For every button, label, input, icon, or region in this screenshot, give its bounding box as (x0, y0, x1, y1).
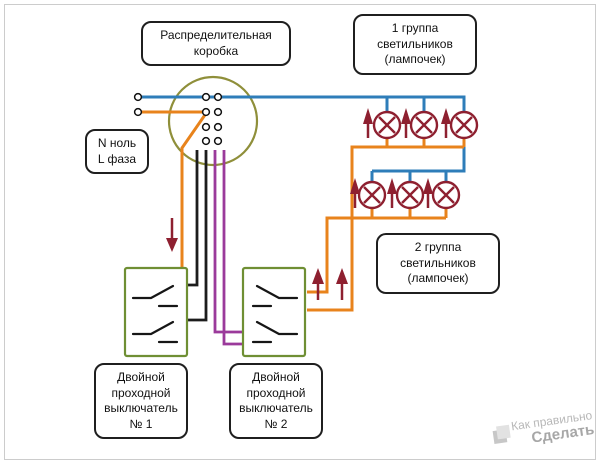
phase-wire (138, 110, 466, 312)
switch-2-gang-2 (251, 320, 299, 344)
down-arrow-icon (166, 218, 178, 252)
lamp-icon (395, 180, 425, 210)
lamp-icon (409, 110, 439, 140)
up-arrow-icon (312, 268, 324, 300)
watermark-cube-icon (492, 428, 508, 444)
switch-1-box (123, 266, 189, 358)
lamp-icon (431, 180, 461, 210)
switch-2-label: Двойной проходной выключатель № 2 (229, 363, 323, 440)
up-arrow-icon (336, 268, 348, 300)
traveller-wires-purple (213, 150, 243, 346)
lamp-group-1-label: 1 группа светильников (лампочек) (353, 14, 477, 75)
up-arrow-icon (401, 108, 411, 138)
switch-1-label: Двойной проходной выключатель № 1 (94, 363, 188, 440)
flow-arrows (166, 108, 451, 300)
distribution-box-label: Распределительная коробка (141, 21, 291, 67)
junction-box-circle (167, 75, 259, 167)
switch-boxes (123, 266, 307, 358)
up-arrow-icon (441, 108, 451, 138)
traveller-wires-black (187, 150, 208, 322)
lamp-group-1 (372, 110, 479, 140)
terminal-dots (133, 92, 223, 146)
up-arrow-icon (363, 108, 373, 138)
up-arrow-icon (423, 178, 433, 208)
switch-2-gang-1 (251, 284, 299, 308)
switch-contacts (131, 284, 299, 344)
up-arrow-icon (350, 178, 360, 208)
switch-2-box (241, 266, 307, 358)
neutral-phase-label: N ноль L фаза (85, 129, 149, 175)
lamp-icon (357, 180, 387, 210)
switch-1-gang-2 (131, 320, 179, 344)
switch-1-gang-1 (131, 284, 179, 308)
lamp-icon (372, 110, 402, 140)
lamp-group-2-label: 2 группа светильников (лампочек) (376, 233, 500, 294)
lamp-group-2 (357, 180, 461, 210)
lamp-icon (449, 110, 479, 140)
up-arrow-icon (387, 178, 397, 208)
